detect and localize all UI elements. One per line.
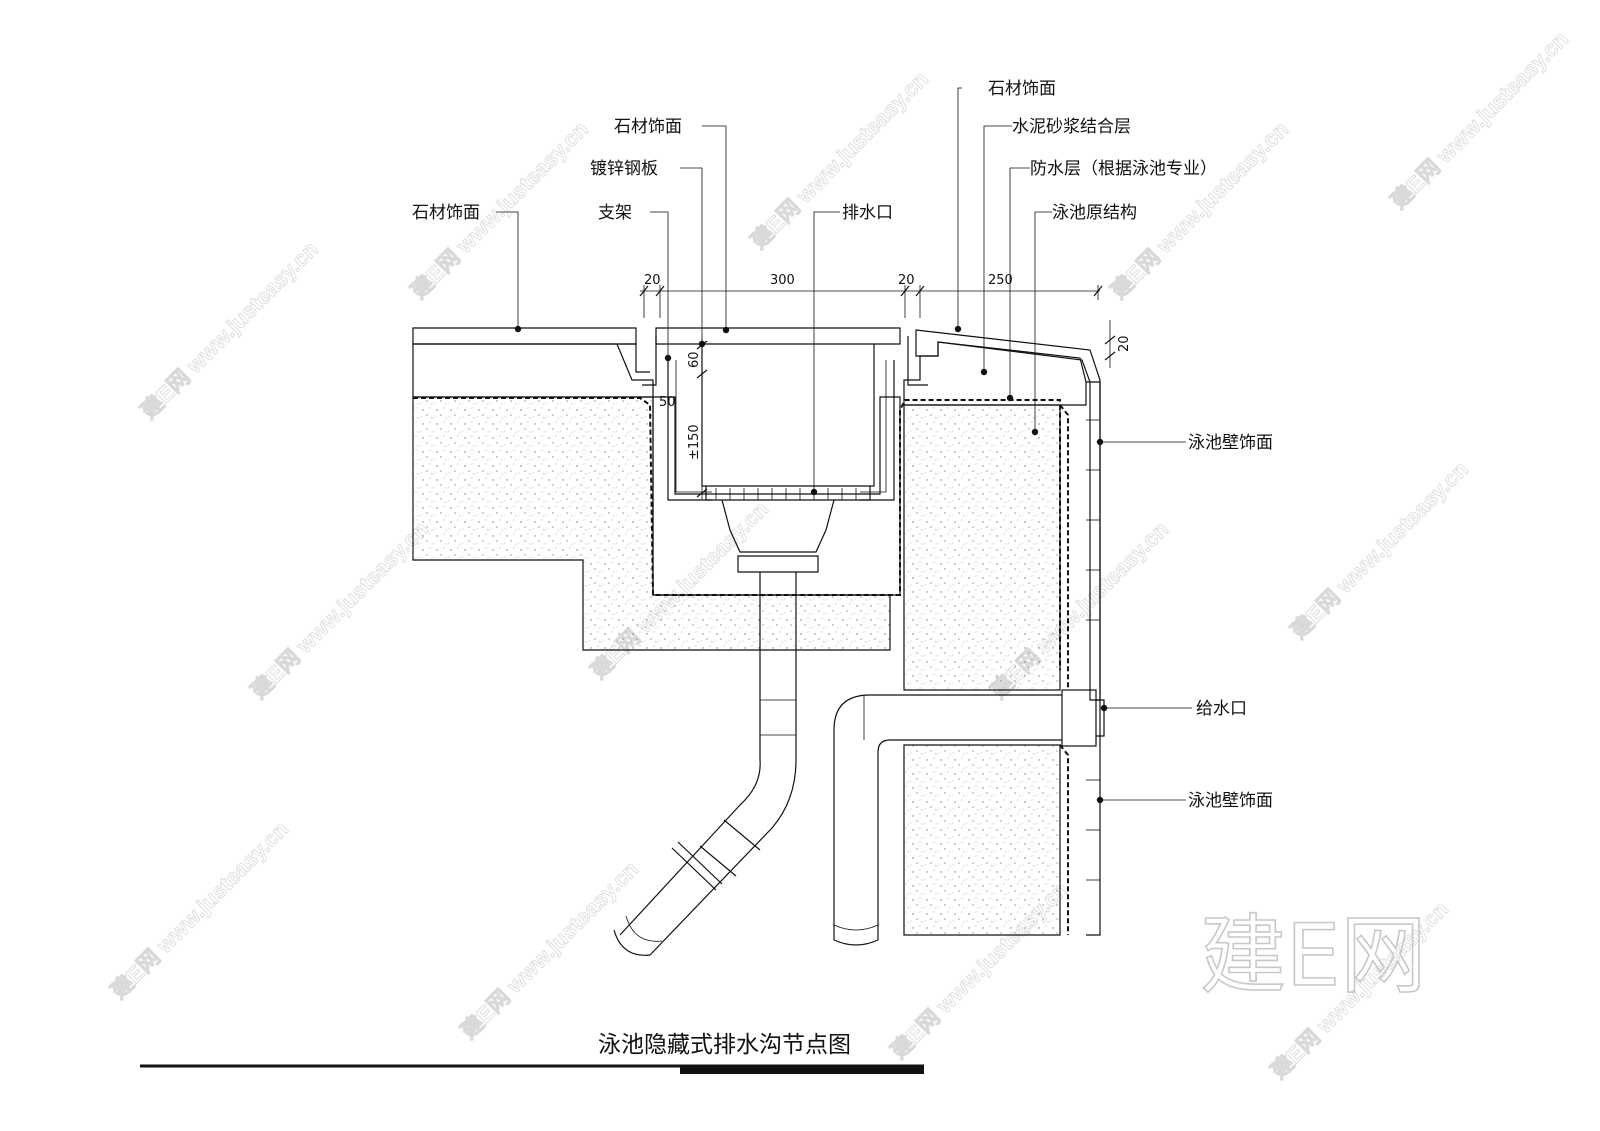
- drawing-title: 泳池隐藏式排水沟节点图: [598, 1032, 851, 1058]
- label-wall-finish-upper: 泳池壁饰面: [1188, 433, 1273, 453]
- label-water-inlet: 给水口: [1196, 699, 1247, 719]
- pool-wall-finish: [1086, 381, 1101, 936]
- label-drain-outlet: 排水口: [842, 203, 893, 223]
- label-wall-finish-lower: 泳池壁饰面: [1188, 791, 1273, 811]
- watermark-text: 建E网 www.justeasy.cn: [1386, 26, 1573, 213]
- label-stone-left: 石材饰面: [412, 203, 480, 223]
- label-galvanized-plate: 镀锌钢板: [590, 159, 658, 179]
- watermark-text: 建E网 www.justeasy.cn: [1286, 456, 1473, 643]
- right-dimension: [1104, 320, 1116, 368]
- trench-mortar: [652, 396, 901, 596]
- dim-150: ±150: [687, 424, 702, 460]
- dim-20-left: 20: [644, 273, 661, 288]
- label-cement-mortar: 水泥砂浆结合层: [1012, 117, 1131, 137]
- pool-wall-tile-ticks: [1086, 419, 1100, 881]
- dim-250: 250: [988, 273, 1013, 288]
- watermark-text: 建E网 www.justeasy.cn: [136, 236, 323, 423]
- leader-lines: [496, 87, 1192, 804]
- water-supply-pipe: [904, 694, 1062, 741]
- drain-basket: [701, 344, 875, 487]
- top-dimension-line: [639, 285, 1103, 318]
- left-stone-finish: [412, 327, 637, 345]
- watermark-text: 建E网 www.justeasy.cn: [246, 516, 433, 703]
- dim-20-right: 20: [1117, 335, 1132, 352]
- right-mortar-bed: [903, 341, 1087, 406]
- label-stone-top-right: 石材饰面: [988, 79, 1056, 99]
- label-waterproof: 防水层（根据泳池专业）: [1030, 159, 1217, 179]
- dim-60: 60: [687, 351, 702, 368]
- dim-20-mid: 20: [898, 273, 915, 288]
- drain-funnel: [721, 499, 835, 553]
- dim-50: 50: [659, 395, 676, 410]
- brand-watermark: 建E网: [1200, 906, 1426, 1006]
- dim-300: 300: [770, 273, 795, 288]
- water-inlet-fitting: [1061, 689, 1097, 747]
- grate-stone-finish: [655, 327, 901, 345]
- galvanized-channel: [667, 360, 895, 501]
- waterproof-line-left: [413, 397, 1061, 670]
- drain-pipe: [619, 572, 797, 956]
- watermark-text: 建E网 www.justeasy.cn: [746, 66, 933, 253]
- left-mortar-bed: [412, 343, 654, 398]
- watermark-text: 建E网 www.justeasy.cn: [456, 856, 643, 1043]
- watermark-text: 建E网 www.justeasy.cn: [106, 816, 293, 1003]
- label-stone-grate: 石材饰面: [614, 117, 682, 137]
- supply-elbow: [833, 694, 904, 940]
- label-pool-structure: 泳池原结构: [1052, 203, 1137, 223]
- label-bracket: 支架: [598, 203, 632, 223]
